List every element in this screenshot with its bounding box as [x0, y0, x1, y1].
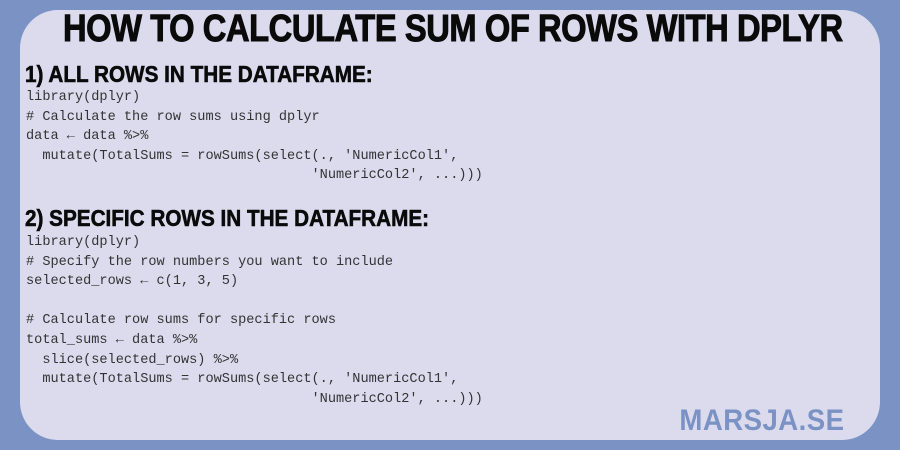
code-line: slice(selected_rows) %>% [26, 352, 239, 368]
code-line: library(dplyr) [26, 90, 141, 105]
code-line: library(dplyr) [26, 235, 141, 250]
code-line: data ← data %>% [26, 129, 149, 145]
code-line: mutate(TotalSums = rowSums(select(., 'Nu… [26, 148, 459, 164]
code-line: 'NumericCol2', ...))) [26, 391, 483, 407]
code-line: # Specify the row numbers you want to in… [26, 254, 394, 270]
content-card [20, 10, 880, 440]
code-line: # Calculate row sums for specific rows [26, 313, 336, 329]
code-line: selected_rows ← c(1, 3, 5) [26, 274, 239, 290]
code-line: total_sums ← data %>% [26, 332, 198, 348]
site-logo: MARSJA.SE [679, 404, 845, 437]
code-line: 'NumericCol2', ...))) [26, 168, 483, 184]
code-line: mutate(TotalSums = rowSums(select(., 'Nu… [26, 372, 459, 388]
section2-code-block: library(dplyr) # Specify the row numbers … [26, 233, 483, 409]
section1-heading: 1) ALL ROWS IN THE DATAFRAME: [25, 61, 373, 87]
code-line [26, 292, 483, 312]
code-line: # Calculate the row sums using dplyr [26, 109, 320, 125]
section2-heading: 2) SPECIFIC ROWS IN THE DATAFRAME: [25, 205, 430, 231]
section1-code-block: library(dplyr) # Calculate the row sums u… [26, 88, 483, 186]
page-title: HOW TO CALCULATE SUM OF ROWS WITH DPLYR [63, 8, 844, 51]
